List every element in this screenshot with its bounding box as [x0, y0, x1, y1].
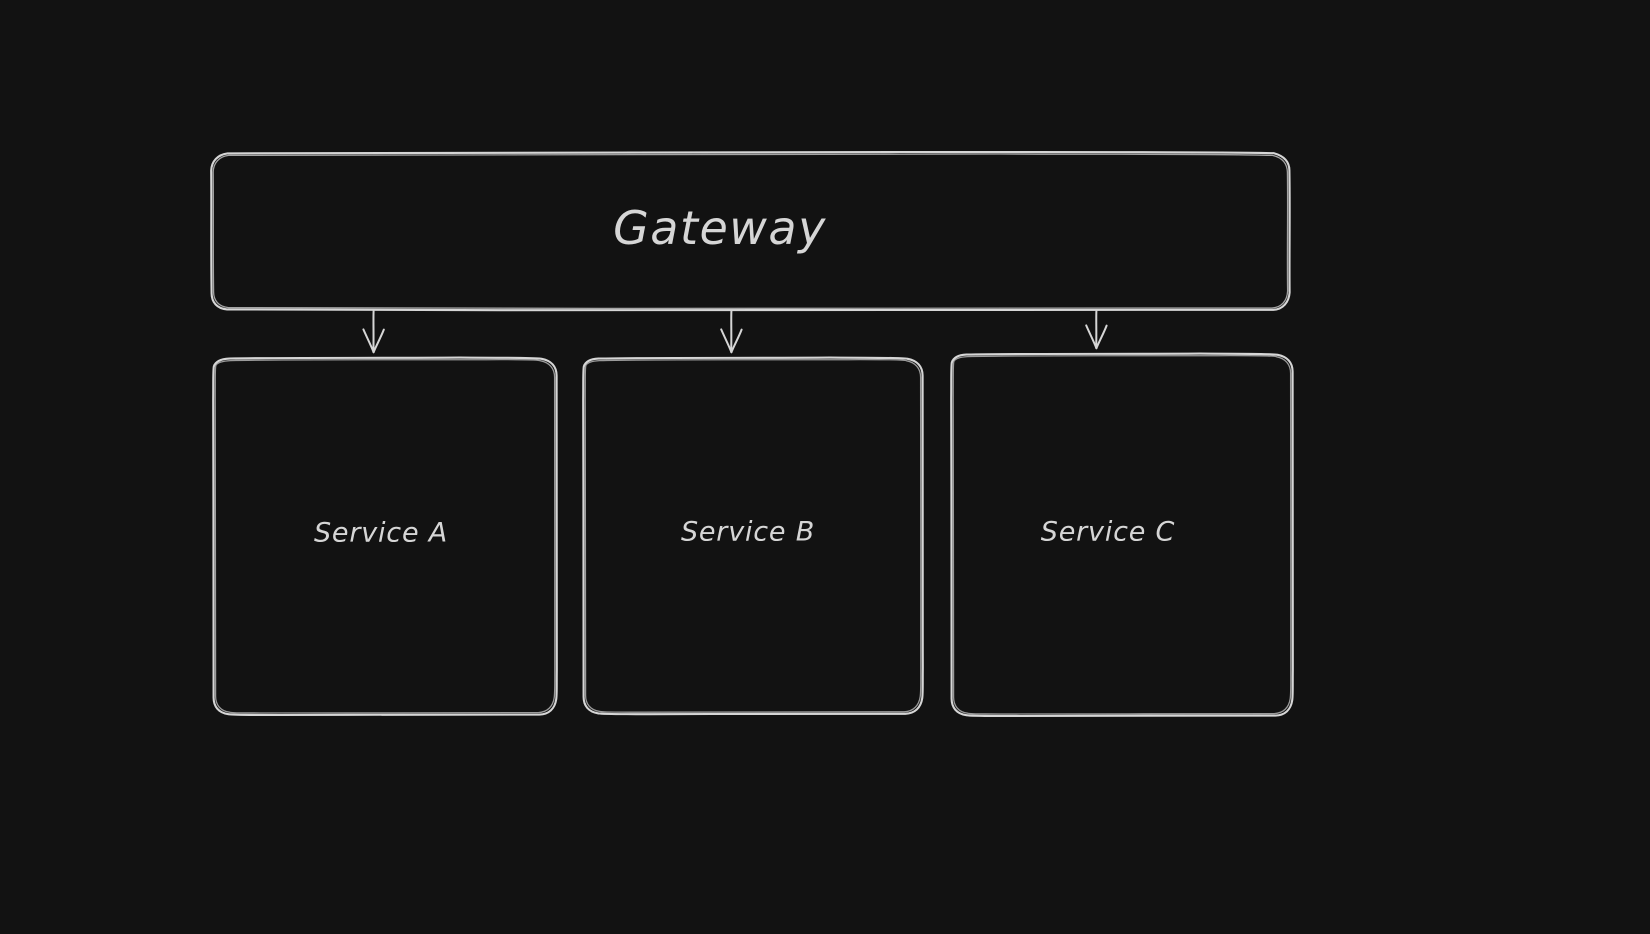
node-label-gateway: Gateway — [613, 201, 827, 255]
node-service-a-shape[interactable] — [212, 356, 558, 717]
node-label-service-c: Service C — [1040, 516, 1176, 548]
node-service-b-shape[interactable] — [582, 356, 924, 716]
edge-gateway-service-c[interactable] — [1085, 310, 1108, 350]
edge-gateway-service-b[interactable] — [720, 310, 743, 354]
node-service-c-shape[interactable] — [950, 352, 1294, 718]
edge-gateway-service-a[interactable] — [362, 310, 385, 354]
node-gateway-shape[interactable] — [210, 150, 1291, 312]
node-label-service-b: Service B — [680, 516, 816, 548]
node-label-service-a: Service A — [313, 517, 449, 549]
